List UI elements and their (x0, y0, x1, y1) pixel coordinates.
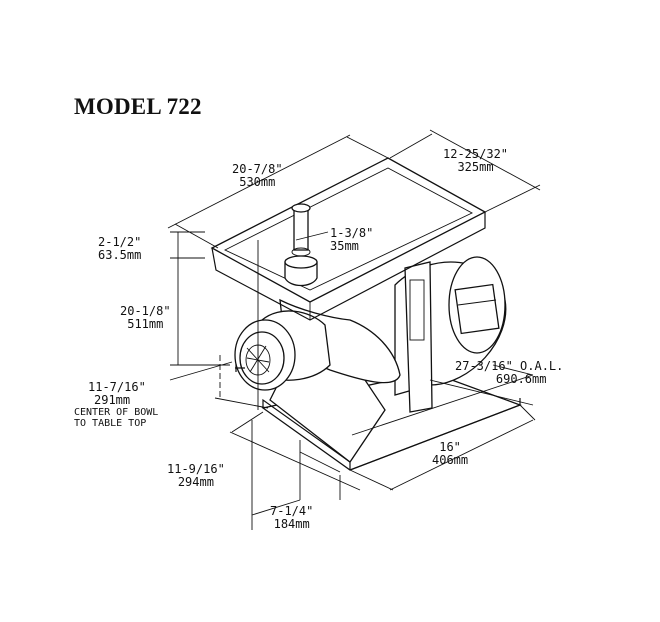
dim-width-metric: 530mm (239, 175, 276, 189)
dim-base-offset-label: 11-9/16" 294mm (167, 463, 225, 489)
dim-oal-metric: 690.6mm (495, 372, 547, 386)
dim-pan-height-imperial: 2-1/2" (98, 235, 142, 249)
dim-bowl-center-note-1: CENTER OF BOWL (74, 407, 159, 418)
grinder-body (210, 157, 522, 471)
dim-oal-label: 27-3/16" O.A.L. 690.6mm (455, 360, 563, 386)
dim-bowl-center-label: 11-7/16" 291mm CENTER OF BOWL TO TABLE T… (74, 380, 159, 430)
dim-stomper-label: 1-3/8" 35mm (330, 227, 373, 253)
dim-base-width-label: 16" 406mm (432, 441, 468, 467)
dim-foot-width-label: 7-1/4" 184mm (270, 505, 313, 531)
dim-base-offset-metric: 294mm (177, 475, 214, 489)
dim-depth-imperial: 12-25/32" (443, 147, 509, 161)
dim-foot-width-metric: 184mm (273, 517, 310, 531)
dim-depth-metric: 325mm (457, 160, 494, 174)
dim-height-label: 20-1/8" 511mm (120, 305, 171, 331)
dim-base-offset-imperial: 11-9/16" (167, 462, 225, 476)
dim-width-label: 20-7/8" 530mm (232, 163, 283, 189)
dim-base-width-imperial: 16" (439, 440, 461, 454)
dim-width-imperial: 20-7/8" (232, 162, 283, 176)
dim-height-imperial: 20-1/8" (120, 304, 171, 318)
dim-stomper-imperial: 1-3/8" (330, 226, 374, 240)
dim-stomper-metric: 35mm (330, 239, 359, 253)
dimension-lines (167, 129, 541, 530)
dim-base-width-metric: 406mm (432, 453, 469, 467)
dim-bowl-center-metric: 291mm (94, 393, 131, 407)
dim-height-metric: 511mm (127, 317, 164, 331)
stomper-shaft (293, 207, 309, 251)
dim-oal-imperial: 27-3/16" O.A.L. (455, 359, 564, 373)
support-column (404, 261, 433, 413)
model-title: MODEL 722 (74, 94, 202, 119)
dim-foot-width-imperial: 7-1/4" (270, 504, 314, 518)
dim-pan-height-metric: 63.5mm (98, 248, 142, 262)
dim-bowl-center-imperial: 11-7/16" (88, 380, 146, 394)
dim-bowl-center-note-2: TO TABLE TOP (74, 418, 147, 429)
dim-pan-height-label: 2-1/2" 63.5mm (98, 236, 141, 262)
switch-box (454, 283, 500, 335)
dim-depth-label: 12-25/32" 325mm (443, 148, 508, 174)
